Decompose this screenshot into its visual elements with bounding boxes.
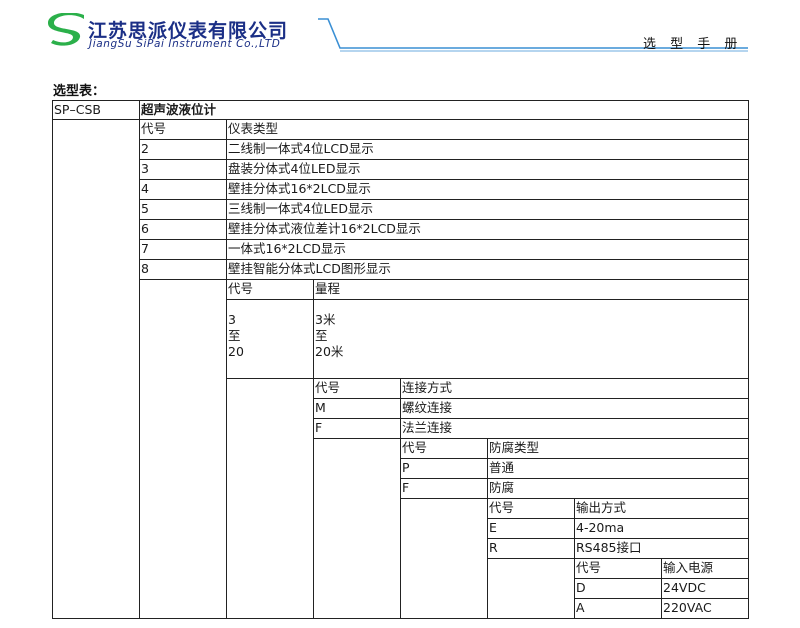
power-code-cell: A	[574, 598, 662, 619]
model-column-filler	[52, 119, 140, 619]
anticorrosion-column-filler	[400, 498, 488, 619]
company-logo-icon	[48, 13, 84, 46]
output-header-label: 输出方式	[574, 498, 749, 519]
anticorrosion-label-cell: 普通	[487, 458, 749, 479]
type-label-cell: 一体式16*2LCD显示	[226, 239, 749, 260]
type-label-cell: 壁挂智能分体式LCD图形显示	[226, 259, 749, 280]
connection-label-cell: 螺纹连接	[400, 398, 749, 419]
model-code-cell: SP–CSB	[52, 100, 140, 120]
range-header-label: 量程	[313, 279, 749, 300]
product-name-cell: 超声波液位计	[139, 100, 749, 120]
anticorrosion-code-cell: F	[400, 478, 488, 499]
type-label-cell: 壁挂分体式液位差计16*2LCD显示	[226, 219, 749, 240]
type-header-code: 代号	[139, 119, 227, 140]
range-label-cell: 3米 至 20米	[313, 299, 749, 379]
type-code-cell: 7	[139, 239, 227, 260]
section-title: 选型表：	[53, 84, 106, 99]
power-code-cell: D	[574, 578, 662, 599]
page-header: 江苏思派仪表有限公司 JiangSu SiPai Instrument Co.,…	[0, 0, 800, 60]
header-divider-line	[318, 18, 748, 52]
power-label-cell: 220VAC	[661, 598, 749, 619]
output-column-filler	[487, 558, 575, 619]
type-code-cell: 8	[139, 259, 227, 280]
connection-header-code: 代号	[313, 378, 401, 399]
type-header-label: 仪表类型	[226, 119, 749, 140]
connection-header-label: 连接方式	[400, 378, 749, 399]
range-header-code: 代号	[226, 279, 314, 300]
output-header-code: 代号	[487, 498, 575, 519]
type-code-cell: 2	[139, 139, 227, 160]
type-label-cell: 壁挂分体式16*2LCD显示	[226, 179, 749, 200]
type-code-cell: 3	[139, 159, 227, 180]
power-header-label: 输入电源	[661, 558, 749, 579]
type-label-cell: 三线制一体式4位LED显示	[226, 199, 749, 220]
connection-label-cell: 法兰连接	[400, 418, 749, 439]
anticorrosion-code-cell: P	[400, 458, 488, 479]
type-label-cell: 盘装分体式4位LED显示	[226, 159, 749, 180]
anticorrosion-header-code: 代号	[400, 438, 488, 459]
output-code-cell: E	[487, 518, 575, 539]
company-name-cn: 江苏思派仪表有限公司	[88, 20, 289, 42]
connection-column-filler	[313, 438, 401, 619]
anticorrosion-label-cell: 防腐	[487, 478, 749, 499]
range-code-cell: 3 至 20	[226, 299, 314, 379]
company-name-en: JiangSu SiPai Instrument Co.,LTD	[89, 38, 281, 50]
anticorrosion-header-label: 防腐类型	[487, 438, 749, 459]
type-code-cell: 6	[139, 219, 227, 240]
type-code-cell: 4	[139, 179, 227, 200]
type-label-cell: 二线制一体式4位LCD显示	[226, 139, 749, 160]
connection-code-cell: M	[313, 398, 401, 419]
connection-code-cell: F	[313, 418, 401, 439]
output-label-cell: RS485接口	[574, 538, 749, 559]
type-code-cell: 5	[139, 199, 227, 220]
document-type-label: 选 型 手 册	[643, 37, 743, 52]
output-label-cell: 4-20ma	[574, 518, 749, 539]
output-code-cell: R	[487, 538, 575, 559]
range-column-filler	[226, 378, 314, 619]
type-column-filler	[139, 279, 227, 619]
power-header-code: 代号	[574, 558, 662, 579]
power-label-cell: 24VDC	[661, 578, 749, 599]
